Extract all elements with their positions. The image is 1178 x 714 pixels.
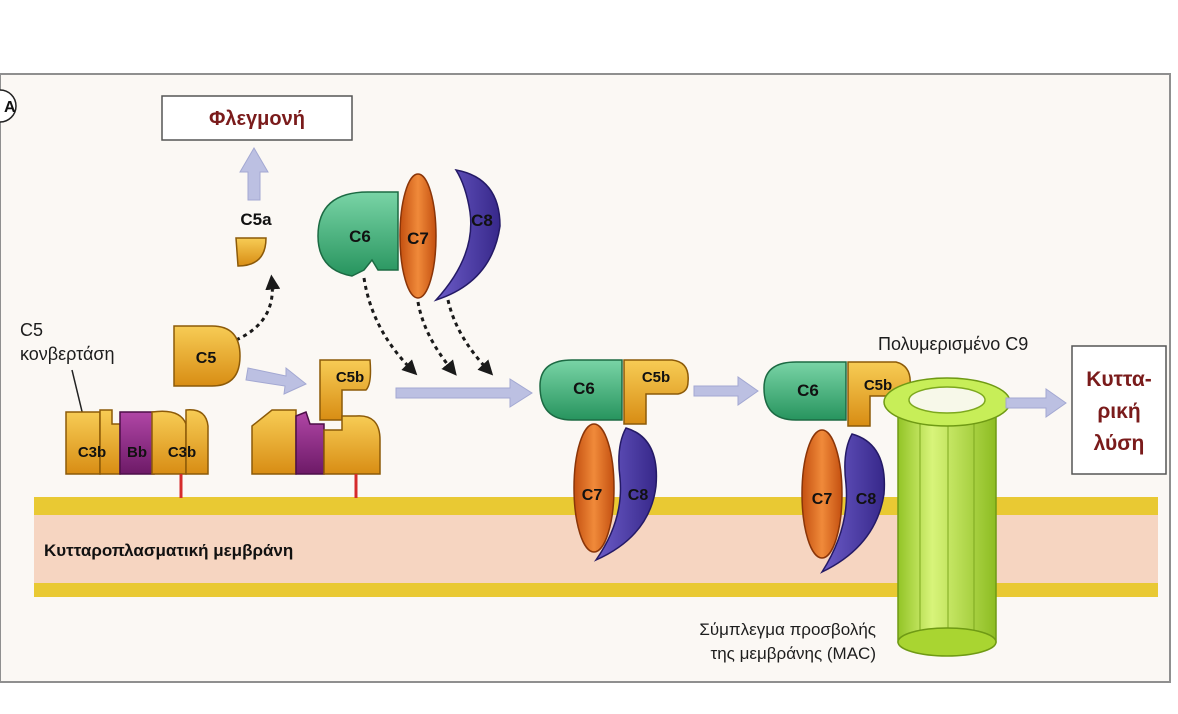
c5b-on-convertase: C5b <box>251 359 381 498</box>
svg-text:C6: C6 <box>797 381 819 400</box>
svg-text:C5b: C5b <box>864 377 892 394</box>
svg-text:C5b: C5b <box>642 369 670 386</box>
c5a-fragment <box>235 237 267 267</box>
c5-convertase-label-2: κονβερτάση <box>20 344 115 364</box>
lysis-label-1: Κυττα- <box>1086 368 1151 391</box>
svg-text:C8: C8 <box>471 211 493 230</box>
svg-text:C3b: C3b <box>78 444 106 461</box>
svg-text:C5b: C5b <box>336 369 364 386</box>
lysis-box: Κυττα- ρική λύση <box>1071 345 1167 475</box>
svg-text:C7: C7 <box>582 487 603 504</box>
lysis-label-3: λύση <box>1094 432 1145 455</box>
c5-protein: C5 <box>173 325 241 387</box>
dotted-arrows <box>362 277 494 376</box>
svg-text:C8: C8 <box>628 487 649 504</box>
c9-polymer-label: Πολυμερισμένο C9 <box>878 334 1028 354</box>
c5-convertase-label-1: C5 <box>20 320 43 340</box>
soluble-c6-c7-c8: C6 C7 C8 <box>317 168 501 302</box>
mac-complex: C6 C5b C7 C8 <box>763 361 1011 657</box>
inflammation-label: Φλεγμονή <box>209 108 305 130</box>
c5a-label: C5a <box>240 210 272 229</box>
svg-text:C3b: C3b <box>168 444 196 461</box>
mac-label-2: της μεμβράνης (MAC) <box>710 644 876 663</box>
c5-convertase-complex: C3b Bb C3b <box>65 409 209 498</box>
c5-to-c5a-dotted-arrow <box>235 274 281 342</box>
c5b-8-complex: C6 C5b C7 C8 <box>539 359 689 562</box>
inflammation-box: Φλεγμονή <box>161 95 353 141</box>
svg-text:C7: C7 <box>407 229 429 248</box>
up-arrow <box>239 147 269 201</box>
mac-label-1: Σύμπλεγμα προσβολής <box>699 620 876 639</box>
svg-text:Bb: Bb <box>127 444 147 461</box>
svg-text:C8: C8 <box>856 491 877 508</box>
svg-text:C6: C6 <box>349 227 371 246</box>
svg-text:C5: C5 <box>196 350 217 367</box>
panel-badge: A <box>0 89 17 123</box>
svg-text:C7: C7 <box>812 491 833 508</box>
svg-text:C6: C6 <box>573 379 595 398</box>
membrane-label: Κυτταροπλασματική μεμβράνη <box>44 541 293 560</box>
arrow-to-lysis <box>1005 388 1067 418</box>
lysis-label-2: ρική <box>1097 400 1140 423</box>
svg-text:A: A <box>4 99 16 116</box>
arrow-to-c5b678 <box>395 378 533 408</box>
arrow-to-mac <box>693 376 759 406</box>
arrow-c5-to-c5b <box>245 366 307 395</box>
